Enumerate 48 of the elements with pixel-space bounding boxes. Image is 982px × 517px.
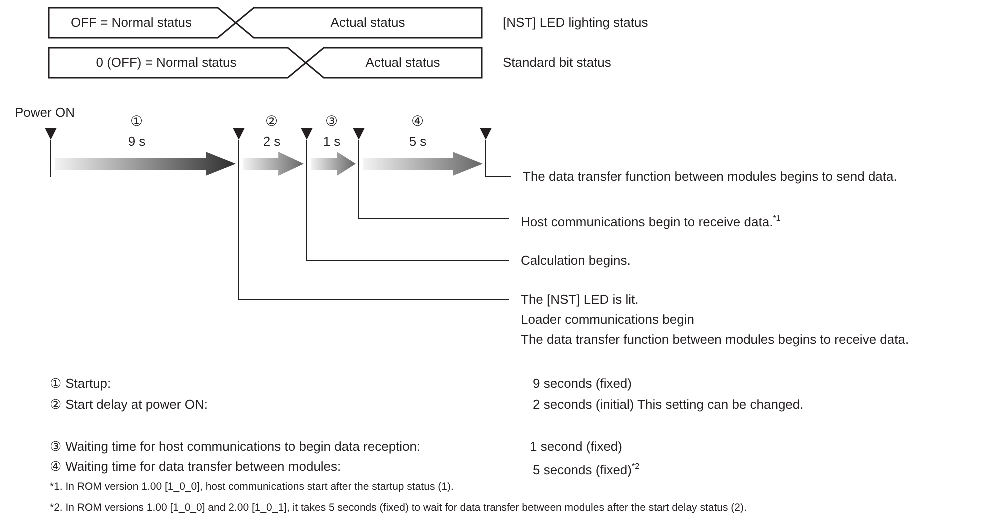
duration-label: 5 s bbox=[409, 134, 427, 150]
status-text: 0 (OFF) = Normal status bbox=[96, 55, 237, 71]
leader-line bbox=[358, 140, 510, 220]
leader-line bbox=[238, 140, 510, 300]
footnote: *2. In ROM versions 1.00 [1_0_0] and 2.00 [1_0_1], it takes 5 seconds (fixed) to wait for data transfer between modules after the start delay status (2). bbox=[50, 501, 747, 516]
event-description: The [NST] LED is lit. bbox=[521, 292, 640, 308]
step-number: ① bbox=[130, 113, 144, 129]
step-number: ④ bbox=[412, 113, 424, 129]
legend-text: 1 second (fixed) bbox=[530, 439, 622, 455]
leader-line bbox=[486, 140, 512, 178]
block-arrow bbox=[243, 152, 304, 176]
legend-text: ② Start delay at power ON: bbox=[50, 397, 208, 413]
legend-text: 2 seconds (initial) This setting can be changed. bbox=[533, 397, 804, 413]
legend-text: ③ Waiting time for host communications to begin data reception: bbox=[50, 439, 421, 455]
duration-label: 1 s bbox=[323, 134, 341, 150]
event-description: Loader communications begin bbox=[521, 312, 696, 328]
legend-text: ④ Waiting time for data transfer between modules: bbox=[50, 459, 342, 475]
duration-label: 2 s bbox=[263, 134, 281, 150]
event-label: Power ON bbox=[15, 105, 75, 121]
event-description: Host communications begin to receive data.$^{*1}$ bbox=[521, 213, 781, 230]
leader-line bbox=[306, 140, 510, 262]
triangle-marker bbox=[301, 128, 313, 140]
status-text: Actual status bbox=[366, 55, 440, 71]
block-arrow bbox=[363, 152, 483, 176]
legend-text: 5 seconds (fixed)$^{*2}$ bbox=[533, 461, 640, 478]
row-label: Standard bit status bbox=[503, 55, 612, 71]
status-text: OFF = Normal status bbox=[71, 15, 192, 31]
step-number: ② bbox=[266, 113, 278, 129]
legend-text: ① Startup: bbox=[50, 376, 112, 392]
status-bar-segment bbox=[49, 8, 236, 38]
triangle-marker bbox=[353, 128, 365, 140]
event-description: The data transfer function between modules begins to send data. bbox=[523, 169, 898, 185]
event-description: The data transfer function between modules begins to receive data. bbox=[521, 332, 910, 348]
status-bar-segment bbox=[49, 48, 306, 78]
triangle-marker bbox=[45, 128, 57, 140]
event-description: Calculation begins. bbox=[521, 253, 631, 269]
block-arrow bbox=[55, 152, 236, 176]
legend-text: 9 seconds (fixed) bbox=[533, 376, 632, 392]
status-bar-segment bbox=[306, 48, 482, 78]
triangle-marker bbox=[233, 128, 245, 140]
footnote: *1. In ROM version 1.00 [1_0_0], host communications start after the startup status (1). bbox=[50, 480, 454, 495]
status-text: Actual status bbox=[330, 15, 406, 31]
status-bar-segment bbox=[236, 8, 482, 38]
duration-label: 9 s bbox=[128, 134, 146, 150]
block-arrow bbox=[311, 152, 356, 176]
triangle-marker bbox=[480, 128, 492, 140]
row-label: [NST] LED lighting status bbox=[503, 15, 648, 31]
step-number: ③ bbox=[326, 113, 338, 129]
